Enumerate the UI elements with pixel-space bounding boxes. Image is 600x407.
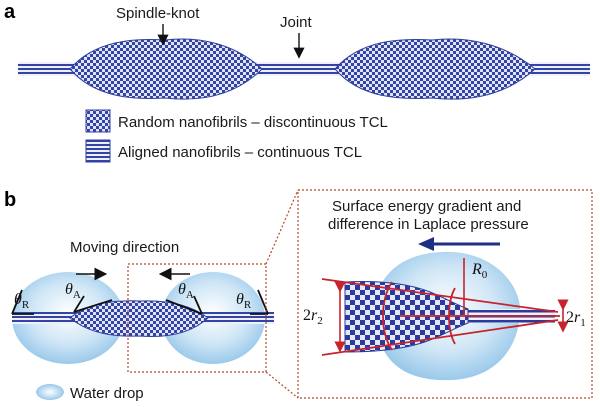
- zoom-title-line2: difference in Laplace pressure: [328, 216, 529, 233]
- panel-a-label: a: [4, 1, 16, 23]
- r2-label: 2r2: [303, 307, 323, 327]
- legend-label-aligned: Aligned nanofibrils – continuous TCL: [118, 144, 362, 161]
- spindle-knot-2: [334, 38, 536, 100]
- legend-swatch-random: [85, 109, 111, 133]
- spindle-knot-1: [69, 38, 263, 100]
- legend: Random nanofibrils – discontinuous TCL A…: [85, 109, 388, 163]
- zoom-connector-bottom: [265, 371, 299, 399]
- panel-b-label: b: [4, 189, 16, 211]
- spindle-knot-label: Spindle-knot: [116, 5, 200, 22]
- red-guides: [321, 278, 560, 356]
- theta-a-left: θA: [65, 281, 81, 301]
- zoom-connector-top: [265, 189, 299, 265]
- zoom-title-line1: Surface energy gradient and: [332, 198, 521, 215]
- fibre-b: [12, 300, 274, 337]
- gradient-arrowhead: [418, 237, 434, 251]
- theta-r-left: θR: [14, 291, 30, 311]
- fibre-a: [18, 38, 590, 100]
- r1-label: 2r1: [566, 309, 586, 329]
- theta-a-right: θA: [178, 281, 194, 301]
- zoom-panel: [297, 189, 593, 399]
- moving-direction-label: Moving direction: [70, 239, 179, 256]
- theta-r-right: θR: [236, 291, 252, 311]
- spindle-knot-b: [69, 300, 209, 337]
- joint-label: Joint: [280, 14, 313, 31]
- water-drop-legend-icon: [36, 384, 64, 400]
- legend-swatch-aligned: [85, 139, 111, 163]
- legend-label-random: Random nanofibrils – discontinuous TCL: [118, 114, 388, 131]
- r0-label: R0: [471, 261, 488, 281]
- water-drop-legend-label: Water drop: [70, 385, 144, 402]
- zoom-source-box: [127, 263, 267, 373]
